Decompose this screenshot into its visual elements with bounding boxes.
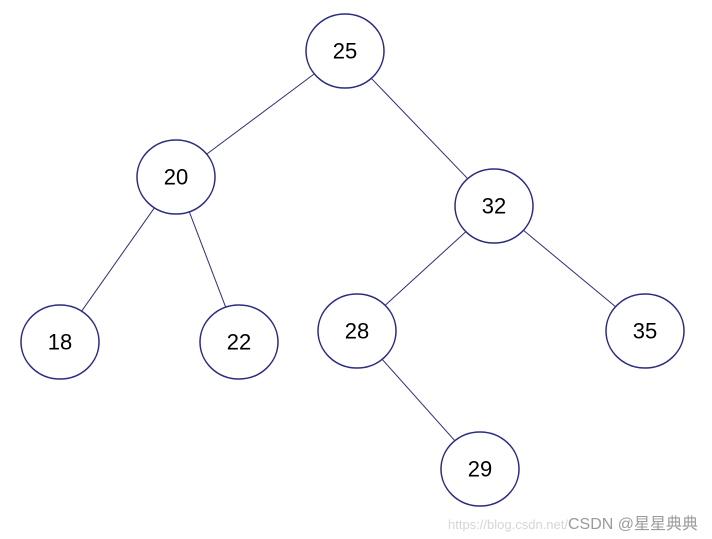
node-label-22: 22 — [227, 330, 251, 355]
node-label-28: 28 — [345, 319, 369, 344]
node-label-32: 32 — [482, 194, 506, 219]
tree-node-35: 35 — [605, 293, 685, 369]
watermark: https://blog.csdn.net/CSDN @星星典典 — [448, 510, 698, 534]
node-label-29: 29 — [468, 457, 492, 482]
edge-25-32 — [370, 77, 469, 180]
tree-node-20: 20 — [136, 139, 216, 215]
node-label-20: 20 — [164, 165, 188, 190]
edge-28-29 — [381, 358, 456, 442]
edge-20-18 — [81, 207, 155, 312]
watermark-text: CSDN @星星典典 — [567, 516, 698, 533]
node-circle-32 — [454, 168, 534, 244]
tree-node-32: 32 — [454, 168, 534, 244]
node-label-25: 25 — [333, 39, 357, 64]
tree-node-29: 29 — [440, 431, 520, 507]
edges-layer — [81, 73, 616, 442]
node-circle-20 — [136, 139, 216, 215]
node-label-18: 18 — [48, 330, 72, 355]
nodes-layer: 25 20 32 18 22 28 35 29 — [20, 13, 685, 507]
node-circle-25 — [305, 13, 385, 89]
edge-32-28 — [384, 231, 467, 306]
edge-32-35 — [523, 229, 616, 308]
node-circle-28 — [317, 293, 397, 369]
tree-node-22: 22 — [199, 304, 279, 380]
tree-node-28: 28 — [317, 293, 397, 369]
node-circle-22 — [199, 304, 279, 380]
node-circle-18 — [20, 304, 100, 380]
edge-20-22 — [188, 211, 227, 308]
node-circle-35 — [605, 293, 685, 369]
node-circle-29 — [440, 431, 520, 507]
edge-25-20 — [206, 73, 315, 155]
tree-node-18: 18 — [20, 304, 100, 380]
node-label-35: 35 — [633, 319, 657, 344]
watermark-url: https://blog.csdn.net/ — [448, 517, 568, 532]
tree-node-25: 25 — [305, 13, 385, 89]
